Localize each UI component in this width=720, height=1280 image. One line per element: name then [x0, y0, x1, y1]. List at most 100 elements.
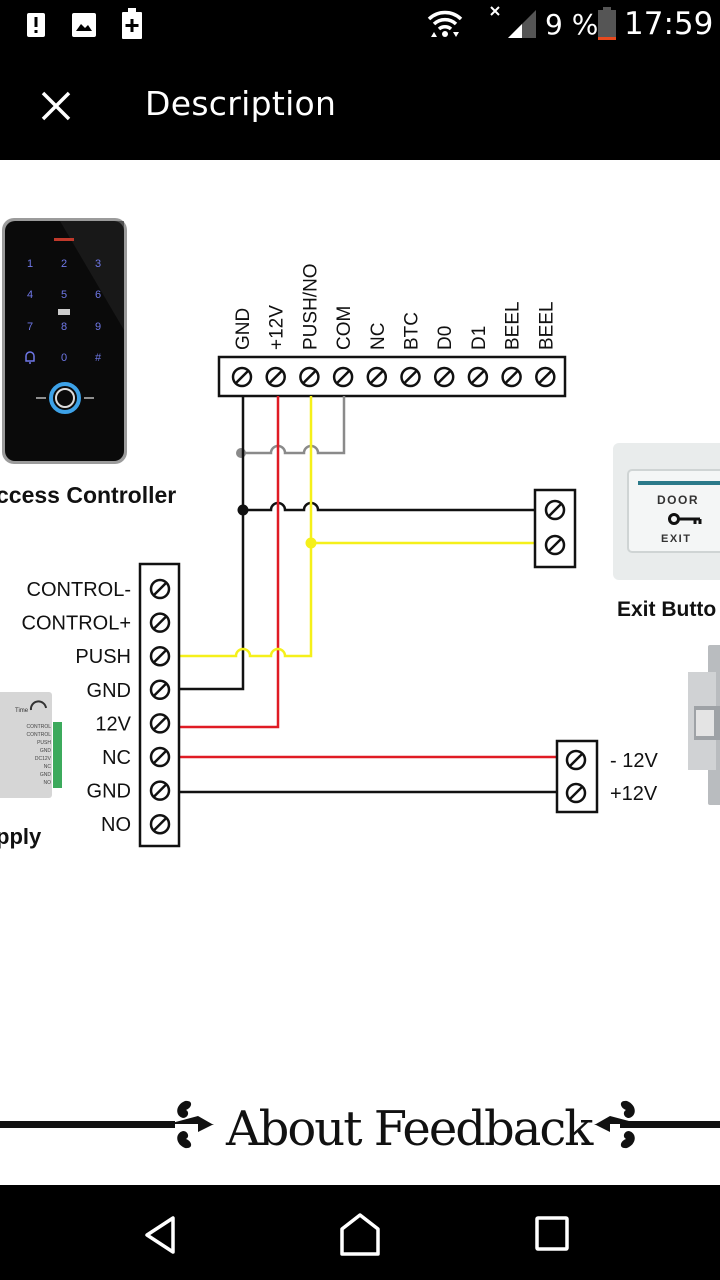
- terminal-screw: [149, 645, 171, 667]
- lock-terminal-labels: - 12V +12V: [610, 750, 658, 805]
- controller-terminal-label: D1: [469, 326, 490, 350]
- controller-terminal-label: GND: [233, 308, 254, 350]
- access-controller-label: ccess Controller: [0, 482, 176, 508]
- junction-gray: [236, 448, 246, 458]
- status-bar: 9 % 17:59: [0, 0, 720, 50]
- alert-icon: [27, 13, 45, 37]
- terminal-screw: [400, 366, 421, 388]
- controller-terminal-label: COM: [334, 306, 355, 350]
- about-feedback-banner: About Feedback: [0, 1100, 720, 1157]
- power-supply-image: Time CONTROL CONTROL PUSH GND DC12V NC GND NO: [0, 692, 62, 798]
- fleur-right-icon: [594, 1100, 640, 1149]
- terminal-screw: [366, 366, 388, 388]
- keypad-key: #: [95, 352, 102, 364]
- terminal-screw: [332, 366, 354, 388]
- controller-terminal-label: NC: [368, 323, 389, 350]
- clock: 17:59: [624, 6, 714, 42]
- lock-terminal-label: +12V: [610, 783, 658, 805]
- image-icon: [72, 13, 96, 37]
- device-terminal-label: CONTROL: [27, 732, 52, 738]
- controller-terminal-label: +12V: [267, 305, 288, 350]
- wire-yellow-push: [180, 396, 313, 658]
- recents-button[interactable]: [527, 1210, 577, 1260]
- page-title: Description: [145, 84, 337, 123]
- fleur-left-icon: [168, 1100, 214, 1149]
- lock-terminal-label: - 12V: [610, 750, 658, 772]
- controller-terminal-label: D0: [435, 326, 456, 350]
- close-button[interactable]: [34, 84, 78, 128]
- terminal-screw: [299, 366, 320, 388]
- battery-plus-icon: [122, 8, 142, 39]
- device-terminal-label: GND: [40, 772, 52, 778]
- power-supply-terminal-label: CONTROL-: [27, 579, 131, 601]
- power-supply-terminal-label: GND: [87, 680, 131, 702]
- terminal-screw: [149, 612, 171, 633]
- device-terminal-label: CONTROL: [27, 724, 52, 730]
- terminal-screw: [565, 749, 587, 771]
- back-icon: [145, 1216, 175, 1254]
- controller-terminal-label: BEEL: [536, 301, 557, 350]
- controller-terminal-label: BTC: [402, 312, 423, 350]
- keypad-key: 2: [61, 258, 67, 270]
- app-bar: Description: [0, 50, 720, 160]
- exit-button-face-bottom: EXIT: [661, 533, 691, 545]
- terminal-screw: [265, 366, 286, 388]
- exit-button-image: DOOR EXIT: [613, 443, 720, 580]
- power-supply-screws: [149, 578, 171, 835]
- battery-icon: [598, 7, 616, 40]
- close-icon: [41, 91, 71, 121]
- about-feedback-title: About Feedback: [225, 1101, 594, 1157]
- terminal-screw: [544, 499, 566, 521]
- power-supply-terminal-label: 12V: [95, 713, 131, 735]
- terminal-screw: [149, 713, 171, 734]
- keypad-key: 5: [61, 289, 67, 301]
- power-supply-brand: Time: [15, 708, 29, 714]
- navigation-bar: [0, 1185, 720, 1280]
- junction-black: [237, 504, 249, 516]
- controller-terminal-label: PUSH/NO: [300, 263, 321, 350]
- power-supply-terminal-label: NO: [101, 814, 131, 836]
- power-supply-terminal-labels: CONTROL- CONTROL+ PUSH GND 12V NC GND NO: [22, 579, 132, 836]
- device-terminal-label: DC12V: [35, 756, 52, 762]
- controller-terminal-screws: [231, 366, 556, 388]
- terminal-screw: [565, 782, 587, 804]
- exit-button-face-top: DOOR: [657, 493, 699, 507]
- device-terminal-label: NO: [44, 780, 52, 786]
- wifi-icon: [427, 10, 463, 37]
- keypad-key: 7: [27, 321, 33, 333]
- device-terminal-label: NC: [44, 764, 52, 770]
- battery-percent: 9 %: [545, 8, 599, 41]
- keypad-key: 1: [27, 258, 33, 270]
- keypad-key: 9: [95, 321, 101, 333]
- power-supply-terminal-block: [138, 562, 181, 848]
- power-supply-terminal-label: NC: [102, 747, 131, 769]
- keypad-key: 8: [61, 321, 67, 333]
- wire-black-exit: [243, 501, 535, 512]
- wire-gray-com: [241, 396, 346, 455]
- home-icon: [340, 1213, 380, 1256]
- terminal-screw: [501, 366, 522, 388]
- terminal-screw: [149, 746, 171, 768]
- terminal-screw: [149, 813, 171, 835]
- device-terminal-label: GND: [40, 748, 52, 754]
- recents-icon: [535, 1216, 569, 1251]
- device-terminal-label: PUSH: [37, 740, 51, 746]
- home-button[interactable]: [335, 1210, 385, 1260]
- terminal-screw: [149, 679, 171, 701]
- keypad-key: 4: [27, 289, 33, 301]
- wire-black-gnd: [180, 396, 245, 691]
- signal-icon: [490, 6, 536, 38]
- terminal-screw: [467, 366, 489, 388]
- keypad-key: 6: [95, 289, 101, 301]
- exit-button-screws: [544, 499, 566, 556]
- power-supply-terminal-label: CONTROL+: [22, 613, 131, 635]
- terminal-screw: [149, 578, 171, 600]
- wire-red-12v: [180, 396, 280, 729]
- back-button[interactable]: [135, 1210, 185, 1260]
- terminal-screw: [149, 780, 171, 801]
